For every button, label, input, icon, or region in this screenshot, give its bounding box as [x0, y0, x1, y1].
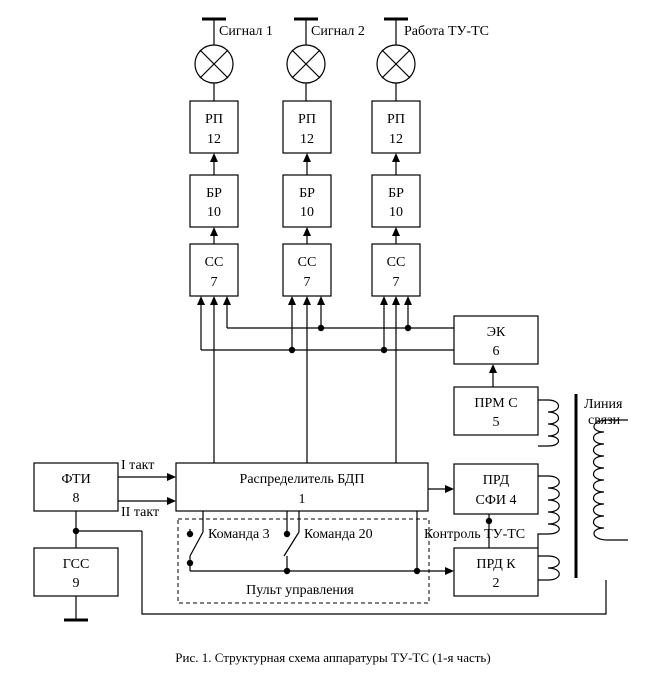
- fti-name: ФТИ: [61, 472, 90, 487]
- rp-num-2: 12: [300, 132, 314, 147]
- fti-num: 8: [73, 491, 80, 506]
- gss-num: 9: [73, 576, 80, 591]
- tact-1-label: I такт: [121, 458, 154, 473]
- ss-num-1: 7: [211, 275, 218, 290]
- tact-2-label: II такт: [121, 505, 159, 520]
- ss-name-1: СС: [205, 255, 224, 270]
- prm-box: [453, 386, 539, 436]
- br-num-3: 10: [389, 205, 403, 220]
- prd-k-box: [453, 547, 539, 597]
- prd-sfi-num: СФИ 4: [475, 493, 516, 508]
- gss-box: [33, 547, 119, 597]
- prm-num: 5: [493, 415, 500, 430]
- fti-box: [33, 462, 119, 512]
- prd-sfi-name: ПРД: [483, 473, 510, 488]
- lamp-signal-1: [194, 17, 234, 101]
- prm-coil: [538, 399, 560, 447]
- line-coil: [592, 419, 628, 541]
- gss-name: ГСС: [63, 557, 90, 572]
- ss-inputs: [197, 296, 454, 463]
- rp-name-1: РП: [205, 112, 223, 127]
- ek-name: ЭК: [487, 325, 506, 340]
- ek-num: 6: [493, 344, 500, 359]
- rp-box-3: [371, 100, 421, 154]
- rp-num-1: 12: [207, 132, 221, 147]
- br-name-2: БР: [299, 186, 315, 201]
- distributor-box: [175, 462, 429, 512]
- prm-name: ПРМ С: [474, 396, 517, 411]
- cmd-20-label: Команда 20: [304, 527, 373, 542]
- rp-name-2: РП: [298, 112, 316, 127]
- ek-box: [453, 315, 539, 365]
- prd-sfi-coil: [537, 475, 560, 548]
- lamp-label-3: Работа ТУ-ТС: [404, 24, 489, 39]
- br-num-2: 10: [300, 205, 314, 220]
- br-name-1: БР: [206, 186, 222, 201]
- ss-box-3: [371, 243, 421, 297]
- rp-name-3: РП: [387, 112, 405, 127]
- rp-box-1: [189, 100, 239, 154]
- line-label-2: связи: [588, 413, 621, 428]
- lamp-work: [376, 17, 416, 101]
- lamp-label-1: Сигнал 1: [219, 24, 273, 39]
- br-name-3: БР: [388, 186, 404, 201]
- prd-k-name: ПРД К: [476, 557, 516, 572]
- prd-k-num: 2: [493, 576, 500, 591]
- br-num-1: 10: [207, 205, 221, 220]
- ss-name-2: СС: [298, 255, 317, 270]
- figure-caption: Рис. 1. Структурная схема аппаратуры ТУ-…: [175, 650, 490, 665]
- ss-name-3: СС: [387, 255, 406, 270]
- ss-num-2: 7: [304, 275, 311, 290]
- control-panel-label: Пульт управления: [246, 583, 354, 598]
- br-box-2: [282, 174, 332, 228]
- distributor-num: 1: [299, 492, 306, 507]
- prd-sfi-box: [453, 463, 539, 515]
- control-label: Контроль ТУ-ТС: [424, 527, 525, 542]
- br-box-3: [371, 174, 421, 228]
- rp-box-2: [282, 100, 332, 154]
- ss-num-3: 7: [393, 275, 400, 290]
- distributor-name: Распределитель БДП: [240, 472, 365, 487]
- lamp-signal-2: [286, 17, 326, 101]
- lamp-label-2: Сигнал 2: [311, 24, 365, 39]
- rp-num-3: 12: [389, 132, 403, 147]
- line-label-1: Линия: [584, 397, 623, 412]
- ss-box-2: [282, 243, 332, 297]
- cmd-3-label: Команда 3: [208, 527, 270, 542]
- prd-k-coil: [538, 555, 560, 581]
